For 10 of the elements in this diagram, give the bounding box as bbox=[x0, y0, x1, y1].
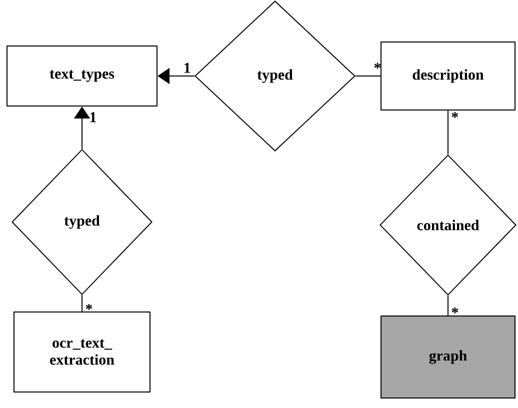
entity-box: description bbox=[380, 42, 516, 110]
cardinality-label: * bbox=[86, 304, 92, 310]
cardinality-label: * bbox=[374, 62, 381, 69]
cardinality-label: 1 bbox=[184, 62, 190, 73]
cardinality-label: * bbox=[452, 308, 458, 314]
cardinality-label: 1 bbox=[90, 112, 96, 122]
entity-box: text_types bbox=[6, 46, 158, 106]
cardinality-label: * bbox=[452, 112, 458, 118]
entity-box: graph bbox=[380, 316, 516, 398]
entity-box: ocr_text_ extraction bbox=[14, 312, 150, 392]
